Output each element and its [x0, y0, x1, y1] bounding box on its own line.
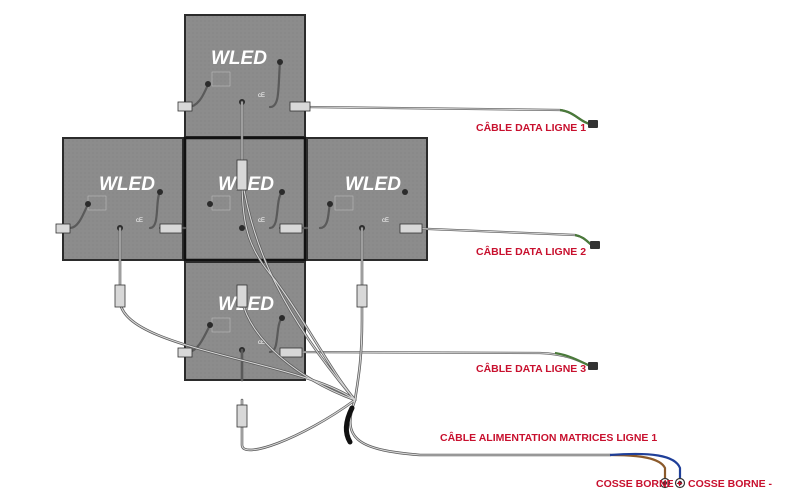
panel-brand-logo: WLED: [345, 174, 401, 195]
ce-mark-icon: cE: [258, 340, 265, 346]
power-inline-connectors: [114, 159, 368, 428]
cable-holes: [85, 59, 408, 353]
blue-wire: [609, 452, 682, 478]
ce-mark-icon: cE: [258, 93, 265, 99]
power-cable: [240, 398, 357, 452]
brown-wire: [609, 453, 667, 478]
connector-icon: [114, 284, 126, 308]
panel-spec-label: [334, 195, 354, 211]
panel-top: WLED cE: [184, 14, 306, 138]
connector-icon: [356, 284, 368, 308]
connector-icon: [236, 159, 248, 191]
power-cable-line-1: [349, 398, 612, 457]
label-data-line-3: CÂBLE DATA LIGNE 3: [476, 362, 586, 375]
plug-icon: [55, 223, 71, 234]
data-connectors: [588, 120, 600, 370]
panel-right: WLED cE: [306, 137, 428, 261]
plug-icon: [279, 347, 303, 358]
connector-icon: [590, 241, 600, 249]
power-cable-highlights: [119, 101, 611, 456]
panel-brand-logo: WLED: [211, 48, 267, 69]
data-cable-green-tips: [554, 108, 593, 367]
panel-spec-label: [211, 71, 231, 87]
plug-icon: [279, 223, 303, 234]
cable-bundle-sleeve: [343, 405, 355, 445]
label-data-line-2: CÂBLE DATA LIGNE 2: [476, 245, 586, 258]
label-terminal-minus: COSSE BORNE -: [688, 478, 773, 490]
plug-icon: [399, 223, 423, 234]
plug-icon: [177, 347, 193, 358]
ce-mark-icon: cE: [258, 218, 265, 224]
plug-icon: [159, 223, 183, 234]
label-data-line-1: CÂBLE DATA LIGNE 1: [476, 121, 586, 134]
panel-left: WLED cE: [62, 137, 184, 261]
ce-mark-icon: cE: [382, 218, 389, 224]
plug-icon: [177, 101, 193, 112]
connector-icon: [588, 362, 598, 370]
terminal-rings: [659, 477, 686, 489]
plug-icon: [289, 101, 311, 112]
data-cable: [268, 60, 282, 109]
connector-icon: [588, 120, 598, 128]
connector-icon: [236, 404, 248, 428]
ce-mark-icon: cE: [136, 218, 143, 224]
data-cable-line-2: [403, 226, 594, 247]
label-power-line-1: CÂBLE ALIMENTATION MATRICES LIGNE 1: [440, 431, 657, 444]
connector-icon: [236, 284, 248, 308]
inline-plugs: [55, 101, 423, 358]
label-terminal-plus: COSSE BORNE +: [596, 478, 683, 490]
panel-brand-logo: WLED: [99, 174, 155, 195]
